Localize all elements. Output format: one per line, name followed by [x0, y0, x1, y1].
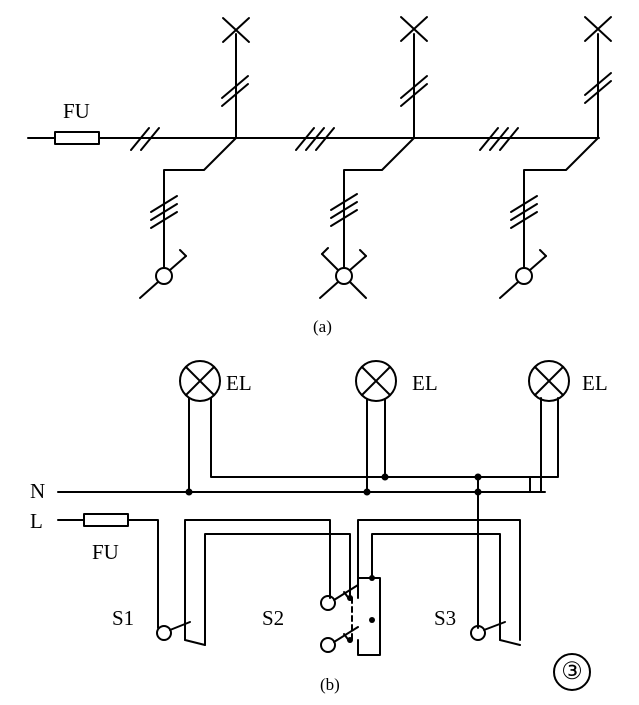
- b-lamp-2: [355, 360, 397, 402]
- a-switch-branch-3: [523, 137, 599, 269]
- a-lamp-slashes: [221, 72, 612, 107]
- b-switch-s3-label: S3: [434, 606, 457, 630]
- b-neutral-label: N: [30, 479, 46, 503]
- diagram-a: [27, 16, 612, 299]
- b-caption: (b): [320, 675, 340, 694]
- a-caption: (a): [313, 317, 332, 336]
- a-switch-branch-1: [163, 137, 237, 269]
- b-lamp-3: [528, 360, 570, 402]
- b-traveller-2: [204, 533, 351, 639]
- a-main-slashes: [130, 127, 519, 151]
- b-lamp3-lead-return: [529, 397, 559, 478]
- b-lamp1-lead-return: [210, 397, 531, 493]
- a-switch-symbol-3: [499, 249, 547, 299]
- b-switch-s1-label: S1: [112, 606, 135, 630]
- a-branch-slashes: [150, 193, 538, 229]
- figure-number: ③: [553, 653, 591, 691]
- b-fuse-label: FU: [92, 540, 119, 564]
- b-lamp-2-label: EL: [412, 371, 438, 395]
- b-switch-s1: [156, 621, 206, 646]
- b-lamp-1-label: EL: [226, 371, 252, 395]
- a-switch-symbol-1: [139, 249, 187, 299]
- b-traveller-4: [371, 533, 501, 641]
- a-switch-symbol-2: [319, 247, 367, 299]
- b-line-label: L: [30, 509, 43, 533]
- a-lamp-symbols: [222, 16, 612, 43]
- b-fuse-symbol: [83, 513, 129, 527]
- diagram-b: [57, 360, 570, 656]
- b-switch-s3: [470, 621, 521, 646]
- b-line-to-s1: [127, 519, 159, 629]
- b-junction-dots: [185, 473, 482, 643]
- b-switch-s2-label: S2: [262, 606, 285, 630]
- b-lamp-3-label: EL: [582, 371, 608, 395]
- a-fuse-label: FU: [63, 99, 90, 123]
- b-traveller-1: [184, 519, 331, 629]
- a-fuse-symbol: [54, 131, 100, 145]
- b-lamp-1: [179, 360, 221, 402]
- b-traveller-3: [357, 519, 521, 641]
